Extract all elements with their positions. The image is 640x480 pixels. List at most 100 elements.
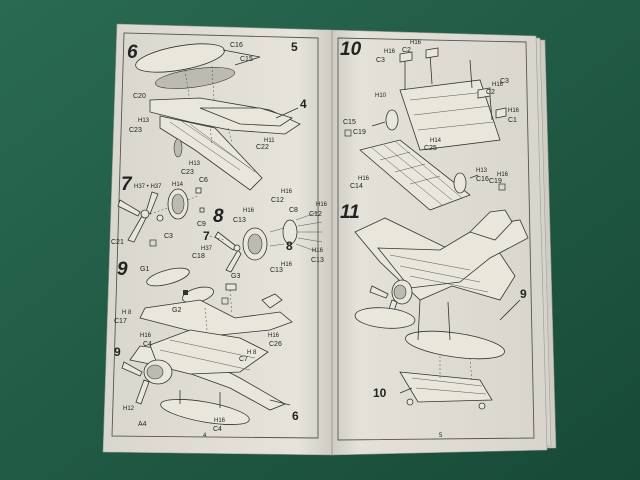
part-label: C2 [486, 89, 495, 96]
step-number-9: 9 [117, 259, 128, 280]
decal-marker-icon [183, 290, 188, 295]
part-label: H13 [476, 168, 488, 174]
part-label: C26 [269, 341, 282, 348]
decal-marker-icon [221, 297, 229, 305]
part-label: H16 [140, 333, 152, 339]
left-page-frame [111, 32, 319, 439]
right-part-labels: H16 C3 C2 H16 C2 H16 C3 H16 C1 H10 C15 C… [343, 40, 520, 439]
part-label: H16 [384, 49, 396, 55]
part-label: C12 [309, 211, 322, 218]
callout-9-eight: 9 [114, 345, 121, 359]
instruction-icons [149, 129, 506, 305]
part-label: H16 [281, 189, 293, 195]
step-number-7: 7 [121, 174, 133, 195]
right-step-numbers: 10 11 [340, 39, 362, 223]
right-page-number: 5 [439, 433, 443, 439]
part-label: H16 [410, 40, 422, 46]
step-number-8: 8 [213, 206, 224, 227]
part-label: C25 [424, 145, 437, 152]
part-label: C13 [270, 267, 283, 274]
part-label: G3 [231, 273, 240, 280]
part-label: C16 [230, 42, 243, 49]
left-callouts: 5 4 8 6 7 9 [114, 40, 307, 423]
part-label: H16 [358, 176, 370, 182]
step10-drawing [359, 47, 507, 211]
step-number-11: 11 [340, 202, 360, 223]
part-label: C14 [350, 183, 363, 190]
left-part-labels: C16 C15 C20 H13 C23 C22 H11 H13 C23 H37 … [111, 42, 328, 439]
decal-marker-icon [149, 239, 157, 247]
part-label: H11 [264, 138, 275, 144]
part-label: H10 [375, 93, 387, 99]
part-label: H37 • H37 [134, 184, 162, 190]
part-label: C19 [353, 129, 366, 136]
part-label: H14 [430, 138, 442, 144]
part-label: C13 [311, 257, 324, 264]
part-label: C15 [240, 56, 253, 63]
step11-drawing [354, 209, 529, 410]
step6-drawing [135, 43, 301, 191]
part-label: C23 [181, 169, 194, 176]
left-page [102, 23, 333, 456]
part-label: H16 [492, 82, 504, 88]
callout-9: 9 [520, 287, 527, 301]
step7-drawing [117, 187, 205, 243]
part-label: C4 [143, 341, 152, 348]
left-step-numbers: 6 7 8 9 [117, 42, 224, 280]
callout-4: 4 [300, 97, 307, 111]
part-label: C19 [489, 178, 502, 185]
left-page-number: 4 [203, 433, 207, 439]
step-number-6: 6 [127, 42, 138, 63]
part-label: C7 [239, 356, 248, 363]
part-label: C2 [402, 47, 411, 54]
callout-7: 7 [203, 229, 210, 243]
step-number-10: 10 [340, 39, 362, 60]
right-page-frame [337, 37, 535, 441]
part-label: C3 [500, 78, 509, 85]
part-label: C9 [197, 221, 206, 228]
part-label: C3 [164, 233, 173, 240]
callout-6: 6 [292, 409, 299, 423]
part-label: C13 [233, 217, 246, 224]
part-label: H13 [189, 161, 201, 167]
part-label: H16 [316, 202, 328, 208]
part-label: G1 [140, 266, 149, 273]
part-label: C23 [129, 127, 142, 134]
step9-drawing [121, 267, 293, 425]
part-label: C3 [376, 57, 385, 64]
part-label: H16 [497, 172, 509, 178]
part-label: C1 [508, 117, 517, 124]
part-label: H16 [312, 248, 324, 254]
step8-drawing [209, 211, 323, 273]
part-label: C12 [271, 197, 284, 204]
part-label: C16 [476, 176, 489, 183]
part-label: C4 [213, 426, 222, 433]
part-label: H13 [138, 118, 150, 124]
decal-marker-icon [498, 183, 506, 191]
part-label: C17 [114, 318, 127, 325]
part-label: H 8 [247, 350, 257, 356]
part-label: A4 [138, 421, 147, 428]
right-callouts: 9 10 [373, 287, 527, 400]
part-label: C8 [289, 207, 298, 214]
part-label: H16 [268, 333, 280, 339]
part-label: G2 [172, 307, 181, 314]
part-label: H16 [214, 418, 226, 424]
part-label: C18 [192, 253, 205, 260]
callout-10: 10 [373, 386, 387, 400]
part-label: H 8 [122, 310, 132, 316]
part-label: C20 [133, 93, 146, 100]
part-label: H16 [508, 108, 520, 114]
decal-marker-icon [344, 129, 352, 137]
callout-5: 5 [291, 40, 298, 54]
part-label: C15 [343, 119, 356, 126]
part-label: C6 [199, 177, 208, 184]
part-label: H12 [123, 406, 135, 412]
part-label: C22 [256, 144, 269, 151]
part-label: H14 [172, 182, 184, 188]
part-label: H16 [281, 262, 293, 268]
part-label: H16 [243, 208, 255, 214]
part-label: C21 [111, 239, 124, 246]
part-label: H37 [201, 246, 213, 252]
